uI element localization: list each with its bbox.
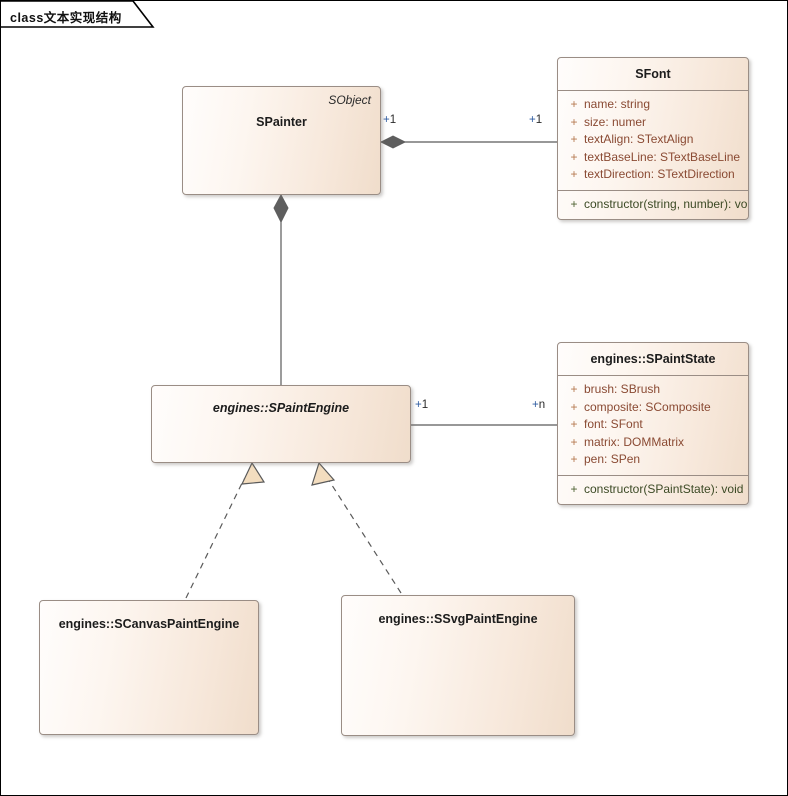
- visibility-marker: +: [570, 399, 578, 414]
- attributes-compartment-sfont: + name: string + size: numer + textAlign: S…: [558, 90, 748, 190]
- class-name-spaintengine: engines::SPaintEngine: [212, 401, 350, 415]
- attribute-text: size: numer: [584, 114, 647, 129]
- attribute-row: + matrix: DOMMatrix: [558, 434, 748, 452]
- class-name-sfont: SFont: [635, 67, 671, 81]
- operation-row: + constructor(string, number): void: [558, 196, 748, 214]
- multiplicity-spaintengine-spaintstate-target: +n: [532, 399, 546, 411]
- diagram-frame-tab: class文本实现结构: [1, 1, 156, 31]
- attribute-row: + brush: SBrush: [558, 381, 748, 399]
- class-stereotype-spainter: SObject: [328, 93, 371, 107]
- class-box-spaintengine[interactable]: engines::SPaintEngine: [151, 385, 411, 463]
- attribute-row: + textDirection: STextDirection: [558, 166, 748, 184]
- visibility-marker: +: [570, 149, 578, 164]
- link-spainter-spaintengine: [273, 193, 289, 385]
- attribute-text: brush: SBrush: [584, 382, 661, 396]
- link-scanvaspaintengine-realization: [185, 461, 266, 599]
- operation-text: constructor(string, number): void: [584, 196, 749, 211]
- class-box-spainter[interactable]: SObject SPainter: [182, 86, 381, 195]
- attribute-text: name: string: [584, 97, 651, 111]
- visibility-marker: +: [570, 132, 578, 146]
- attribute-row: + pen: SPen: [558, 451, 748, 469]
- link-ssvgpaintengine-realization: [311, 461, 402, 594]
- operation-text: constructor(SPaintState): void: [584, 481, 744, 496]
- operation-row: + constructor(SPaintState): void: [558, 481, 748, 499]
- class-name-spainter: SPainter: [256, 115, 307, 129]
- attribute-row: + name: string: [558, 96, 748, 114]
- link-spainter-sfont: [379, 135, 557, 149]
- class-box-sfont[interactable]: SFont + name: string + size: numer + textAl…: [557, 57, 749, 220]
- frame-tab-shape: [1, 1, 155, 28]
- multiplicity-spainter-sfont-target: +1: [529, 114, 543, 126]
- attribute-text: textBaseLine: STextBaseLine: [584, 149, 741, 164]
- visibility-marker: +: [570, 167, 578, 181]
- visibility-marker: +: [570, 382, 578, 396]
- visibility-marker: +: [570, 417, 578, 431]
- attribute-row: + size: numer: [558, 114, 748, 132]
- class-box-ssvgpaintengine[interactable]: engines::SSvgPaintEngine: [341, 595, 575, 736]
- visibility-marker: +: [570, 452, 578, 466]
- attribute-row: + composite: SComposite: [558, 399, 748, 417]
- class-name-scanvaspaintengine: engines::SCanvasPaintEngine: [58, 617, 240, 631]
- diagram-title: class文本实现结构: [10, 11, 122, 25]
- multiplicity-spainter-sfont-source: +1: [383, 114, 397, 126]
- operations-compartment-spaintstate: + constructor(SPaintState): void: [558, 474, 748, 505]
- visibility-marker: +: [570, 434, 578, 449]
- operations-compartment-sfont: + constructor(string, number): void: [558, 189, 748, 220]
- class-name-spaintstate: engines::SPaintState: [590, 352, 716, 366]
- visibility-marker: +: [570, 481, 578, 496]
- class-name-ssvgpaintengine: engines::SSvgPaintEngine: [378, 612, 538, 626]
- visibility-marker: +: [570, 97, 578, 111]
- attribute-row: + font: SFont: [558, 416, 748, 434]
- attribute-text: pen: SPen: [584, 452, 641, 466]
- attribute-text: matrix: DOMMatrix: [584, 434, 684, 449]
- attribute-text: textAlign: STextAlign: [584, 132, 694, 146]
- visibility-marker: +: [570, 114, 578, 129]
- multiplicity-spaintengine-spaintstate-source: +1: [415, 399, 429, 411]
- attribute-row: + textAlign: STextAlign: [558, 131, 748, 149]
- attribute-row: + textBaseLine: STextBaseLine: [558, 149, 748, 167]
- attribute-text: textDirection: STextDirection: [584, 167, 735, 181]
- class-box-spaintstate[interactable]: engines::SPaintState +brush: SBrush +com…: [557, 342, 749, 505]
- attribute-text: font: SFont: [584, 417, 643, 431]
- class-box-scanvaspaintengine[interactable]: engines::SCanvasPaintEngine: [39, 600, 259, 735]
- attribute-text: composite: SComposite: [584, 399, 711, 414]
- attributes-compartment-spaintstate: + brush: SBrush + composite: SComposite + f…: [558, 375, 748, 475]
- visibility-marker: +: [570, 196, 578, 211]
